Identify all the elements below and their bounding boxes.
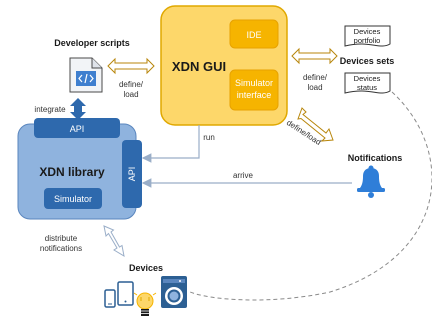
simulator-interface-label-1: Simulator — [235, 78, 273, 88]
ide-box — [229, 19, 279, 49]
define-load-right-label-2: load — [307, 83, 322, 92]
simulator-box — [44, 188, 102, 209]
simulator-interface-label-2: interface — [237, 90, 272, 100]
devices-status-label-2: status — [357, 83, 377, 92]
devices-portfolio-doc — [344, 25, 391, 47]
devices-title: Devices — [129, 263, 163, 273]
xdn-gui: XDN GUI IDE Simulator interface — [160, 5, 288, 126]
simulator-label: Simulator — [54, 194, 92, 204]
api-side-bar — [122, 140, 142, 208]
define-load-arrow-left — [107, 57, 155, 75]
bell-icon — [357, 165, 385, 198]
devices-status-label-1: Devices — [354, 74, 381, 83]
api-top-label: API — [70, 124, 85, 134]
devices-portfolio-label-2: portfolio — [354, 36, 381, 45]
define-load-diagonal-label: define/load — [285, 118, 323, 147]
define-load-left-label-1: define/ — [119, 80, 144, 89]
define-load-arrow-right — [291, 47, 338, 65]
tablet-icon — [117, 281, 134, 306]
integrate-arrow — [70, 98, 86, 120]
simulator-interface-box — [229, 69, 279, 111]
api-side-label: API — [127, 167, 137, 182]
define-load-right-label-1: define/ — [303, 73, 328, 82]
api-top-bar — [34, 118, 120, 138]
devices-status-doc — [344, 72, 391, 94]
light-bulb-icon — [133, 292, 157, 316]
ide-label: IDE — [246, 30, 261, 40]
run-arrow — [141, 125, 200, 163]
notifications-title: Notifications — [348, 153, 403, 163]
devices-sets-title: Devices sets — [340, 56, 395, 66]
xdn-gui-title: XDN GUI — [172, 59, 226, 74]
xdn-library: API API XDN library Simulator — [17, 118, 142, 220]
integrate-label: integrate — [34, 105, 66, 114]
arrive-label: arrive — [233, 171, 254, 180]
xdn-library-title: XDN library — [39, 165, 105, 179]
distribute-label-2: notifications — [40, 244, 82, 253]
developer-scripts-title: Developer scripts — [54, 38, 130, 48]
washing-machine-icon — [161, 276, 187, 308]
distribute-label-1: distribute — [45, 234, 78, 243]
phone-icon — [104, 289, 116, 308]
run-label: run — [203, 133, 215, 142]
devices-portfolio-label-1: Devices — [354, 27, 381, 36]
distribute-arrow — [103, 225, 125, 258]
dashed-link — [189, 91, 432, 301]
code-file-icon — [69, 57, 103, 93]
define-load-arrow-diagonal — [297, 107, 334, 142]
define-load-left-label-2: load — [123, 90, 138, 99]
